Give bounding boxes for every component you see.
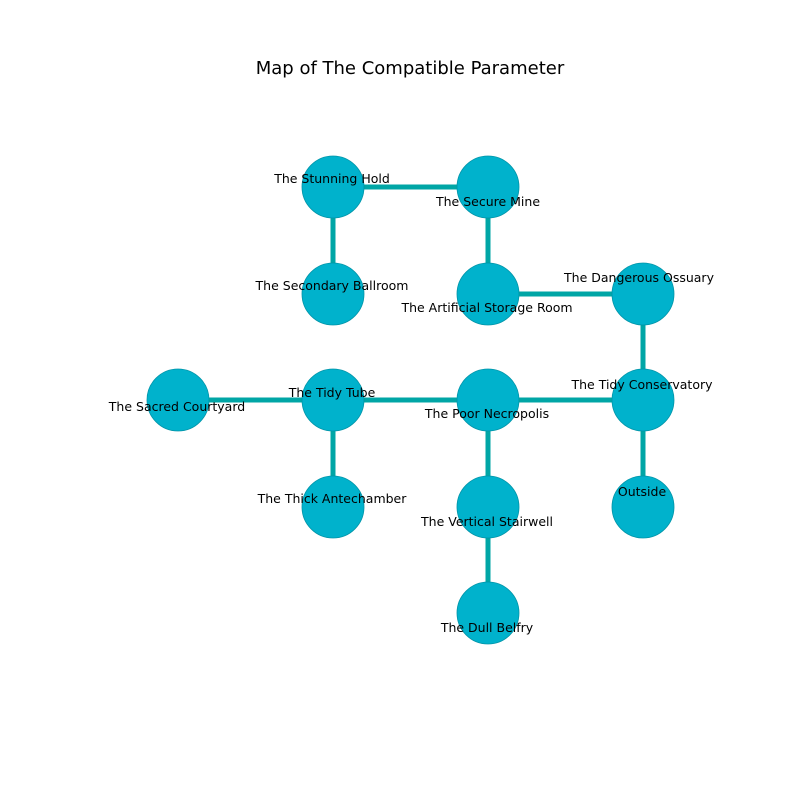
room-node-dull-belfry[interactable] (456, 581, 520, 645)
room-node-secondary-ballroom[interactable] (301, 262, 365, 326)
room-label-tidy-tube: The Tidy Tube (288, 385, 376, 400)
map-title: Map of The Compatible Parameter (256, 58, 565, 79)
room-node-outside[interactable] (611, 475, 675, 539)
room-label-secondary-ballroom: The Secondary Ballroom (255, 278, 409, 293)
room-node-tidy-conservatory[interactable] (611, 368, 675, 432)
rooms-layer (146, 155, 675, 645)
room-node-tidy-tube[interactable] (301, 368, 365, 432)
room-label-tidy-conservatory: The Tidy Conservatory (570, 377, 713, 392)
room-node-artificial-storage-room[interactable] (456, 262, 520, 326)
room-node-secure-mine[interactable] (456, 155, 520, 219)
room-label-artificial-storage-room: The Artificial Storage Room (400, 300, 572, 315)
connections-layer (178, 184, 646, 613)
room-label-secure-mine: The Secure Mine (435, 194, 540, 209)
room-label-thick-antechamber: The Thick Antechamber (257, 491, 408, 506)
room-label-poor-necropolis: The Poor Necropolis (424, 406, 549, 421)
room-label-vertical-stairwell: The Vertical Stairwell (420, 514, 553, 529)
room-label-dull-belfry: The Dull Belfry (440, 620, 534, 635)
room-node-stunning-hold[interactable] (301, 155, 365, 219)
room-label-outside: Outside (618, 484, 667, 499)
room-label-dangerous-ossuary: The Dangerous Ossuary (563, 270, 715, 285)
room-node-sacred-courtyard[interactable] (146, 368, 210, 432)
room-node-dangerous-ossuary[interactable] (611, 262, 675, 326)
room-node-vertical-stairwell[interactable] (456, 475, 520, 539)
room-label-stunning-hold: The Stunning Hold (273, 171, 390, 186)
room-label-sacred-courtyard: The Sacred Courtyard (108, 399, 245, 414)
room-node-thick-antechamber[interactable] (301, 475, 365, 539)
room-node-poor-necropolis[interactable] (456, 368, 520, 432)
